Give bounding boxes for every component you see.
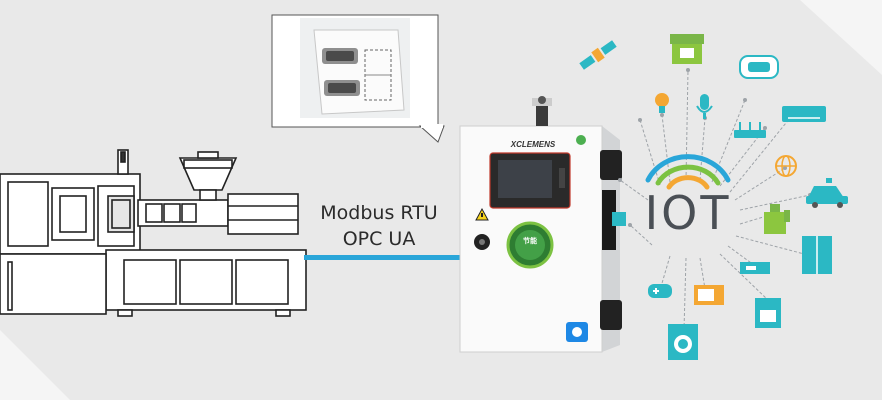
cabinet-latch bbox=[600, 150, 622, 180]
refrigerator-icon bbox=[802, 236, 832, 274]
vr-headset-icon bbox=[739, 55, 779, 79]
globe-icon bbox=[775, 155, 797, 177]
washing-machine-icon bbox=[668, 324, 698, 360]
connection-line bbox=[304, 255, 464, 260]
chip-icon bbox=[612, 212, 626, 226]
router-icon bbox=[734, 122, 766, 138]
iot-label: IOT bbox=[644, 186, 732, 240]
oven-icon bbox=[755, 298, 781, 328]
iot-wifi-arcs bbox=[645, 154, 731, 190]
microwave-icon bbox=[694, 285, 724, 305]
injection-molding-machine bbox=[0, 149, 307, 317]
air-conditioner-icon bbox=[782, 106, 826, 122]
certification-dot-icon bbox=[576, 135, 586, 145]
protocol-modbus-rtu: Modbus RTU bbox=[320, 202, 438, 224]
bg-stripe-right bbox=[800, 0, 882, 75]
gamepad-icon bbox=[648, 284, 672, 298]
signal-tower-icon bbox=[536, 106, 548, 126]
protocol-opc-ua: OPC UA bbox=[342, 228, 416, 250]
hmi-screen bbox=[498, 160, 552, 198]
energy-seal-label: 节能 bbox=[523, 238, 537, 245]
kettle-icon bbox=[764, 204, 790, 234]
cabinet-latch-lower bbox=[600, 300, 622, 330]
storefront-icon bbox=[670, 34, 704, 64]
socket-callout bbox=[271, 14, 445, 143]
control-cabinet bbox=[459, 96, 622, 353]
card-reader-icon bbox=[740, 262, 770, 274]
cabinet-brand: XCLEMENS bbox=[510, 140, 556, 149]
bg-stripe-left bbox=[0, 330, 70, 400]
car-icon bbox=[806, 178, 848, 208]
satellite-icon bbox=[579, 40, 617, 70]
lightbulb-icon bbox=[655, 93, 669, 113]
microphone-icon bbox=[696, 94, 713, 119]
